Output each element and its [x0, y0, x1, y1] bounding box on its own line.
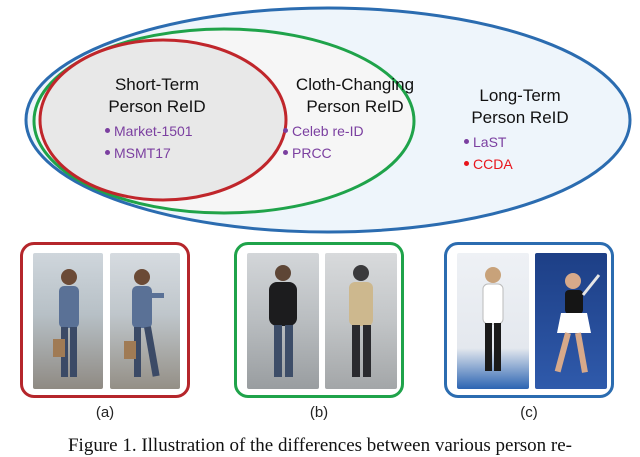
example-panel-c — [444, 242, 614, 398]
person-figure-icon — [349, 265, 373, 377]
dataset-label: PRCC — [292, 145, 332, 161]
dataset-celeb-reid: Celeb re-ID — [283, 122, 364, 141]
bullet-icon — [283, 127, 288, 133]
dataset-prcc: PRCC — [283, 144, 332, 163]
person-photo — [325, 253, 397, 389]
dataset-label: MSMT17 — [114, 145, 171, 161]
person-photo — [247, 253, 319, 389]
cloth-changing-title: Cloth-Changing Person ReID — [280, 74, 430, 118]
long-term-title-line1: Long-Term — [479, 86, 561, 105]
short-term-title: Short-Term Person ReID — [92, 74, 222, 118]
long-term-title: Long-Term Person ReID — [455, 85, 585, 129]
person-figure-icon — [269, 265, 297, 377]
person-figure-icon — [554, 273, 601, 373]
short-term-title-line2: Person ReID — [108, 97, 206, 116]
dataset-last: LaST — [464, 133, 506, 152]
person-photo — [33, 253, 103, 389]
person-figure-icon — [482, 267, 504, 371]
cloth-changing-title-line2: Person ReID — [306, 97, 404, 116]
person-photo — [457, 253, 529, 389]
person-photo — [535, 253, 607, 389]
cloth-changing-title-line1: Cloth-Changing — [295, 75, 415, 94]
panel-label-b: (b) — [309, 404, 329, 421]
venn-diagram — [24, 6, 632, 234]
bullet-icon — [105, 127, 110, 133]
short-term-title-line1: Short-Term — [114, 75, 200, 94]
example-panel-b — [234, 242, 404, 398]
example-panel-a — [20, 242, 190, 398]
dataset-label: CCDA — [473, 156, 513, 172]
dataset-msmt17: MSMT17 — [105, 144, 171, 163]
dataset-label: Market-1501 — [114, 123, 193, 139]
figure-caption: Figure 1. Illustration of the difference… — [67, 435, 573, 456]
long-term-title-line2: Person ReID — [471, 108, 569, 127]
person-figure-icon — [53, 269, 79, 377]
panel-label-a: (a) — [95, 404, 115, 421]
bullet-icon — [464, 138, 469, 144]
person-figure-icon — [124, 269, 164, 377]
dataset-market1501: Market-1501 — [105, 122, 193, 141]
bullet-icon — [283, 149, 288, 155]
dataset-ccda: CCDA — [464, 155, 513, 174]
dataset-label: Celeb re-ID — [292, 123, 364, 139]
bullet-icon — [105, 149, 110, 155]
bullet-icon — [464, 160, 469, 166]
short-term-ellipse — [38, 38, 288, 202]
panel-label-c: (c) — [520, 404, 538, 421]
person-photo — [110, 253, 180, 389]
dataset-label: LaST — [473, 134, 507, 150]
